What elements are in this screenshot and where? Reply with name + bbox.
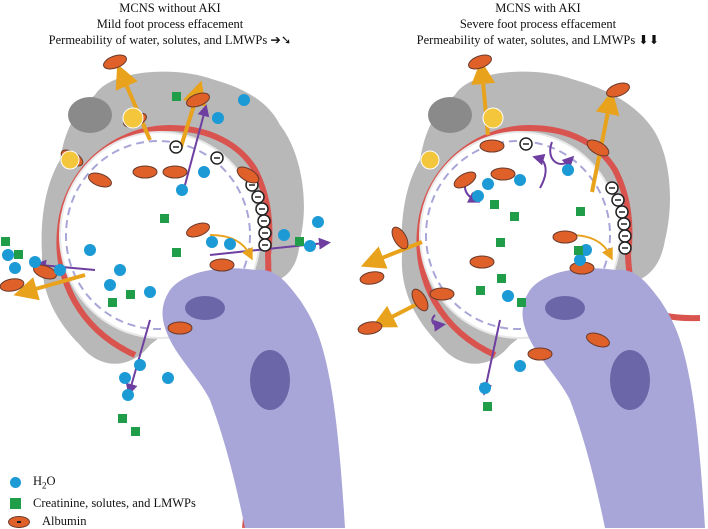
permeability-label: Permeability of water, solutes, and LMWP… xyxy=(416,33,636,47)
panel-left-permeability: Permeability of water, solutes, and LMWP… xyxy=(0,32,340,48)
albumin xyxy=(468,54,492,70)
legend-albumin: Albumin xyxy=(8,514,86,529)
mesangial-cell xyxy=(162,268,345,528)
mesangial-nucleus-2 xyxy=(250,350,290,410)
water-arrow xyxy=(125,319,151,396)
albumin xyxy=(429,287,455,301)
permeability-arrows: ➔➘ xyxy=(270,33,292,47)
albumin xyxy=(482,107,504,129)
albumin xyxy=(479,139,505,153)
albumin xyxy=(122,107,144,129)
water-group xyxy=(2,94,324,401)
albumin xyxy=(33,264,57,280)
albumin xyxy=(586,139,610,157)
albumin xyxy=(527,347,553,361)
albumin xyxy=(186,92,210,108)
legend-water-label: H2O xyxy=(33,474,56,491)
albumin-group xyxy=(0,54,260,335)
panel-right xyxy=(357,54,705,528)
water-arrow xyxy=(34,259,96,272)
mesangial-nucleus-2 xyxy=(610,350,650,410)
mesangial-nucleus-1 xyxy=(545,296,585,320)
panel-right-permeability: Permeability of water, solutes, and LMWP… xyxy=(368,32,708,48)
albumin xyxy=(103,54,127,70)
albumin xyxy=(209,258,235,272)
charge-minus-signs xyxy=(173,146,268,246)
albumin xyxy=(236,166,260,184)
albumin xyxy=(606,82,630,98)
albumin xyxy=(357,321,383,335)
water-arrow xyxy=(431,314,446,332)
water-arrow xyxy=(480,319,501,396)
water-group xyxy=(472,164,592,394)
albumin-arrow xyxy=(13,273,86,301)
water-icon xyxy=(10,476,21,488)
mesangial-cell xyxy=(522,268,705,528)
water-arrow xyxy=(209,234,253,261)
albumin xyxy=(162,165,188,179)
panel-right-title: MCNS with AKI Severe foot process efface… xyxy=(368,0,708,48)
permeability-label: Permeability of water, solutes, and LMWP… xyxy=(48,33,268,47)
legend-water: H2O xyxy=(8,474,56,491)
albumin xyxy=(490,167,516,181)
albumin xyxy=(88,172,112,188)
albumin xyxy=(586,332,610,348)
panel-left-title: MCNS without AKI Mild foot process effac… xyxy=(0,0,340,48)
albumin-icon xyxy=(8,515,30,528)
panel-left xyxy=(0,54,345,528)
water-arrow xyxy=(184,104,210,186)
solute-group xyxy=(1,92,304,436)
water-arrow xyxy=(549,141,575,169)
panel-left-subheading: Mild foot process effacement xyxy=(96,17,244,31)
albumin xyxy=(420,150,440,170)
legend-albumin-label: Albumin xyxy=(42,514,87,528)
panel-left-heading: MCNS without AKI xyxy=(119,1,221,15)
albumin xyxy=(453,171,477,189)
albumin-group xyxy=(357,54,630,361)
podocyte-nucleus xyxy=(428,97,472,133)
albumin xyxy=(391,226,409,250)
albumin xyxy=(411,288,429,312)
albumin xyxy=(0,278,25,292)
legend-solutes: Creatinine, solutes, and LMWPs xyxy=(8,496,196,511)
albumin xyxy=(186,222,210,238)
panel-right-subheading: Severe foot process effacement xyxy=(459,17,617,31)
legend-solutes-label: Creatinine, solutes, and LMWPs xyxy=(33,496,196,510)
solute-icon xyxy=(10,498,21,509)
albumin xyxy=(167,321,193,335)
albumin xyxy=(359,271,385,285)
podocyte-nucleus xyxy=(68,97,112,133)
basement-membrane xyxy=(416,124,701,358)
solute-group xyxy=(476,200,585,411)
albumin xyxy=(469,255,495,269)
water-arrow xyxy=(532,153,547,189)
albumin xyxy=(60,150,80,170)
albumin xyxy=(552,230,578,244)
endothelial-dashed xyxy=(425,140,611,330)
endothelial-dashed xyxy=(65,140,251,330)
albumin-arrow xyxy=(360,240,423,269)
permeability-arrows: ⬇⬇ xyxy=(638,33,660,47)
mesangial-nucleus-1 xyxy=(185,296,225,320)
charge-minus-signs xyxy=(523,143,628,249)
panel-right-heading: MCNS with AKI xyxy=(495,1,581,15)
albumin xyxy=(132,165,158,179)
albumin-arrow xyxy=(115,63,152,141)
